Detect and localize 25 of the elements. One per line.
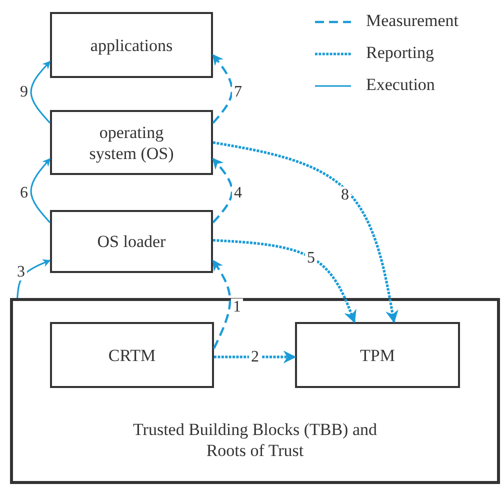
arrow xyxy=(30,158,51,224)
box-label: OS loader xyxy=(97,231,166,252)
group-box xyxy=(10,298,500,484)
arrow xyxy=(30,60,51,124)
process-box xyxy=(50,322,214,388)
arrow xyxy=(214,350,296,364)
box-label: CRTM xyxy=(108,344,156,366)
process-box xyxy=(50,210,213,273)
box-label: TPM xyxy=(360,344,395,366)
arrow xyxy=(212,238,356,324)
arrow xyxy=(212,158,234,224)
edge-label: 3 xyxy=(15,264,27,280)
process-box xyxy=(50,110,213,175)
box-label: operating system (OS) xyxy=(88,122,175,164)
process-box xyxy=(50,12,213,78)
arrow xyxy=(16,259,51,298)
legend-label: Execution xyxy=(366,75,435,95)
process-box xyxy=(295,322,460,388)
legend-label: Reporting xyxy=(366,43,434,63)
arrow xyxy=(212,54,234,124)
arrow xyxy=(212,260,232,349)
legend-label: Measurement xyxy=(366,11,459,31)
box-label: applications xyxy=(90,34,173,56)
group-label: Trusted Building Blocks (TBB) and Roots of Trust xyxy=(132,419,378,461)
arrow xyxy=(212,141,398,324)
